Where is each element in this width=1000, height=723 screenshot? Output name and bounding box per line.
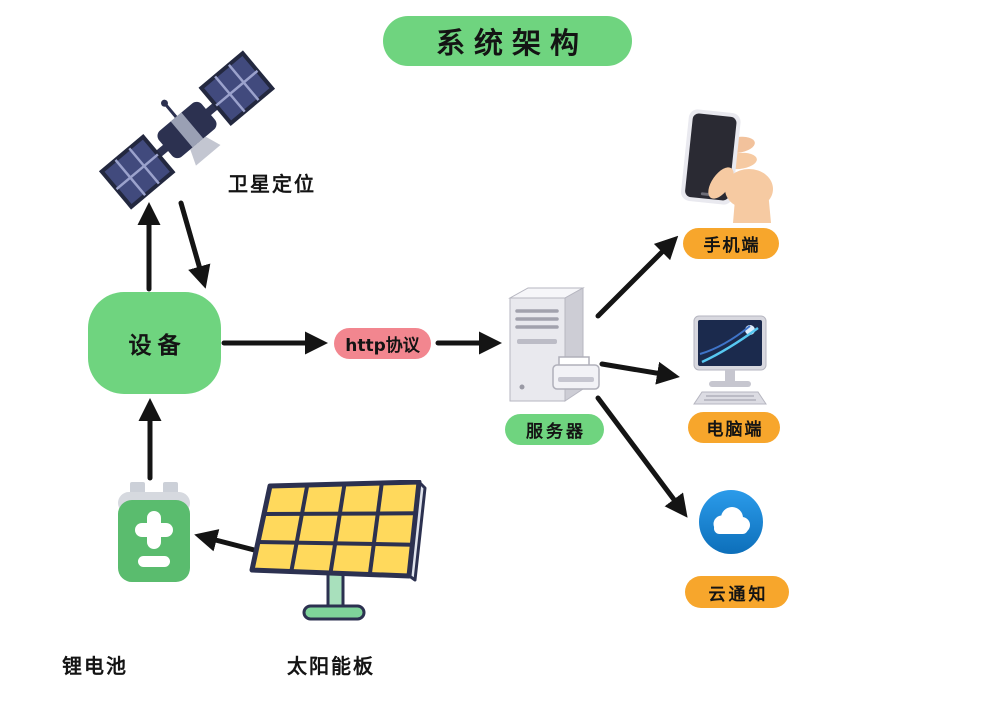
- device-label: 设备: [128, 333, 187, 359]
- battery-label: 锂电池: [62, 654, 128, 678]
- phone-in-hand-icon: [681, 109, 773, 223]
- device-node: 设备: [88, 292, 221, 394]
- arrow-server-to-cloud: [595, 395, 688, 518]
- battery-icon: [118, 482, 190, 582]
- computer-badge: 电脑端: [688, 412, 780, 443]
- phone-label: 手机端: [703, 236, 761, 256]
- phone-badge: 手机端: [683, 228, 779, 259]
- printer-icon: [552, 356, 600, 390]
- page-title-text: 系统架构: [435, 26, 588, 60]
- cloud-label: 云通知: [708, 584, 769, 605]
- solar-label: 太阳能板: [287, 654, 375, 678]
- arrow-satellite-to-device: [178, 200, 211, 289]
- http-protocol-label: http协议: [345, 336, 420, 356]
- solar-panel-icon: [249, 480, 427, 621]
- cloud-badge: 云通知: [685, 576, 789, 608]
- satellite-icon: [98, 50, 276, 210]
- computer-label: 电脑端: [706, 420, 764, 440]
- page-title: 系统架构: [383, 16, 632, 66]
- cloud-icon: [699, 490, 763, 554]
- http-protocol-badge: http协议: [334, 328, 431, 359]
- satellite-label: 卫星定位: [228, 172, 316, 196]
- server-label: 服务器: [526, 422, 586, 442]
- server-tower-icon: [508, 287, 600, 402]
- desktop-computer-icon: [693, 315, 767, 405]
- server-badge: 服务器: [505, 414, 604, 445]
